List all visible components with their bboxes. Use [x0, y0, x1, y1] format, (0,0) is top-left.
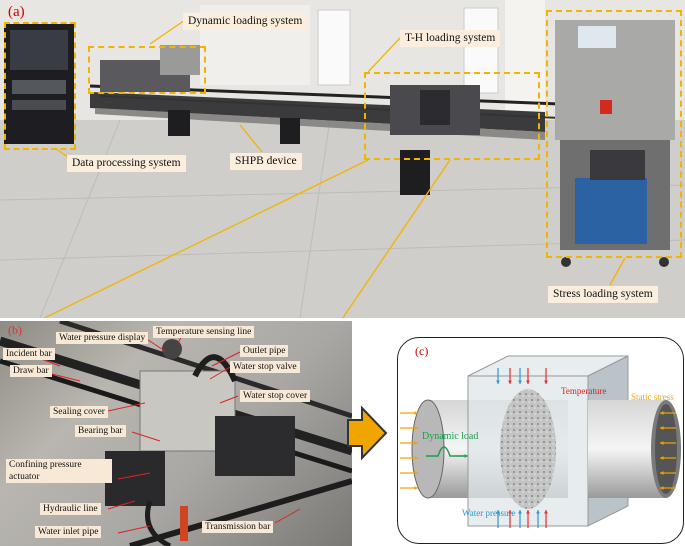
label-data-processing: Data processing system	[67, 155, 186, 172]
highlight-data-system	[4, 22, 76, 150]
label-incident-bar: Incident bar	[3, 348, 55, 360]
static-stress-arrow-right	[660, 471, 676, 475]
temperature-arrow-bottom	[508, 510, 512, 528]
label-dynamic-loading: Dynamic loading system	[183, 13, 308, 30]
lab-photo-panel-a: (a) Dynamic loading system T-H loading s…	[0, 0, 685, 318]
temperature-arrow-top	[544, 368, 548, 384]
label-hydraulic-line: Hydraulic line	[40, 503, 101, 515]
label-confining-actuator: Confining pressure actuator	[6, 459, 112, 483]
static-stress-arrow-left	[400, 486, 418, 490]
static-stress-arrow-left	[400, 456, 418, 460]
static-stress-label: Static stress	[631, 392, 674, 402]
static-stress-arrow-right	[660, 411, 676, 415]
temperature-arrow-bottom	[526, 510, 530, 528]
static-stress-arrow-right	[660, 456, 676, 460]
temperature-label: Temperature	[561, 386, 607, 396]
water-pressure-label: Water pressure	[462, 508, 516, 518]
static-stress-arrow-left	[400, 411, 418, 415]
label-stress-loading: Stress loading system	[548, 286, 658, 303]
temperature-arrow-bottom	[544, 510, 548, 528]
label-th-loading: T-H loading system	[400, 30, 501, 47]
label-shpb: SHPB device	[230, 153, 302, 170]
panel-c-tag: (c)	[415, 344, 429, 358]
water-pressure-arrow-bottom	[496, 510, 500, 528]
label-temperature-line: Temperature sensing line	[153, 326, 255, 338]
static-stress-arrow-right	[660, 426, 676, 430]
temperature-arrow-top	[508, 368, 512, 384]
schematic-panel-c: (c) Temperature Static stress Dynamic lo…	[397, 337, 684, 544]
label-water-stop-cover: Water stop cover	[240, 390, 311, 402]
label-draw-bar: Draw bar	[10, 365, 52, 377]
label-bearing-bar: Bearing bar	[75, 425, 126, 437]
static-stress-arrow-right	[660, 486, 676, 490]
highlight-dynamic-system	[88, 46, 206, 94]
water-pressure-arrow-top	[518, 368, 522, 384]
highlight-th-system	[364, 72, 540, 160]
label-transmission-bar: Transmission bar	[202, 521, 274, 533]
static-stress-arrow-left	[400, 426, 418, 430]
label-sealing-cover: Sealing cover	[50, 406, 108, 418]
label-outlet-pipe: Outlet pipe	[240, 345, 289, 357]
water-pressure-arrow-bottom	[518, 510, 522, 528]
water-pressure-arrow-bottom	[536, 510, 540, 528]
dynamic-load-pulse	[426, 446, 464, 457]
static-stress-arrow-left	[400, 441, 418, 445]
highlight-stress-system	[546, 10, 682, 258]
temperature-arrow-top	[526, 368, 530, 384]
static-stress-arrow-left	[400, 471, 418, 475]
load-arrows	[400, 368, 676, 528]
label-water-pressure-display: Water pressure display	[56, 332, 149, 344]
panel-a-tag: (a)	[8, 4, 25, 20]
label-water-inlet-pipe: Water inlet pipe	[35, 526, 102, 538]
dynamic-load-label: Dynamic load	[422, 431, 479, 442]
dynamic-load-arrow	[458, 454, 468, 458]
static-stress-arrow-right	[660, 441, 676, 445]
water-pressure-arrow-top	[496, 368, 500, 384]
label-water-stop-valve: Water stop valve	[230, 361, 300, 373]
specimen-schematic	[411, 355, 681, 527]
panel-b-tag: (b)	[8, 323, 22, 337]
closeup-photo-panel-b: (b) Water pressure display Temperature s…	[0, 321, 352, 546]
